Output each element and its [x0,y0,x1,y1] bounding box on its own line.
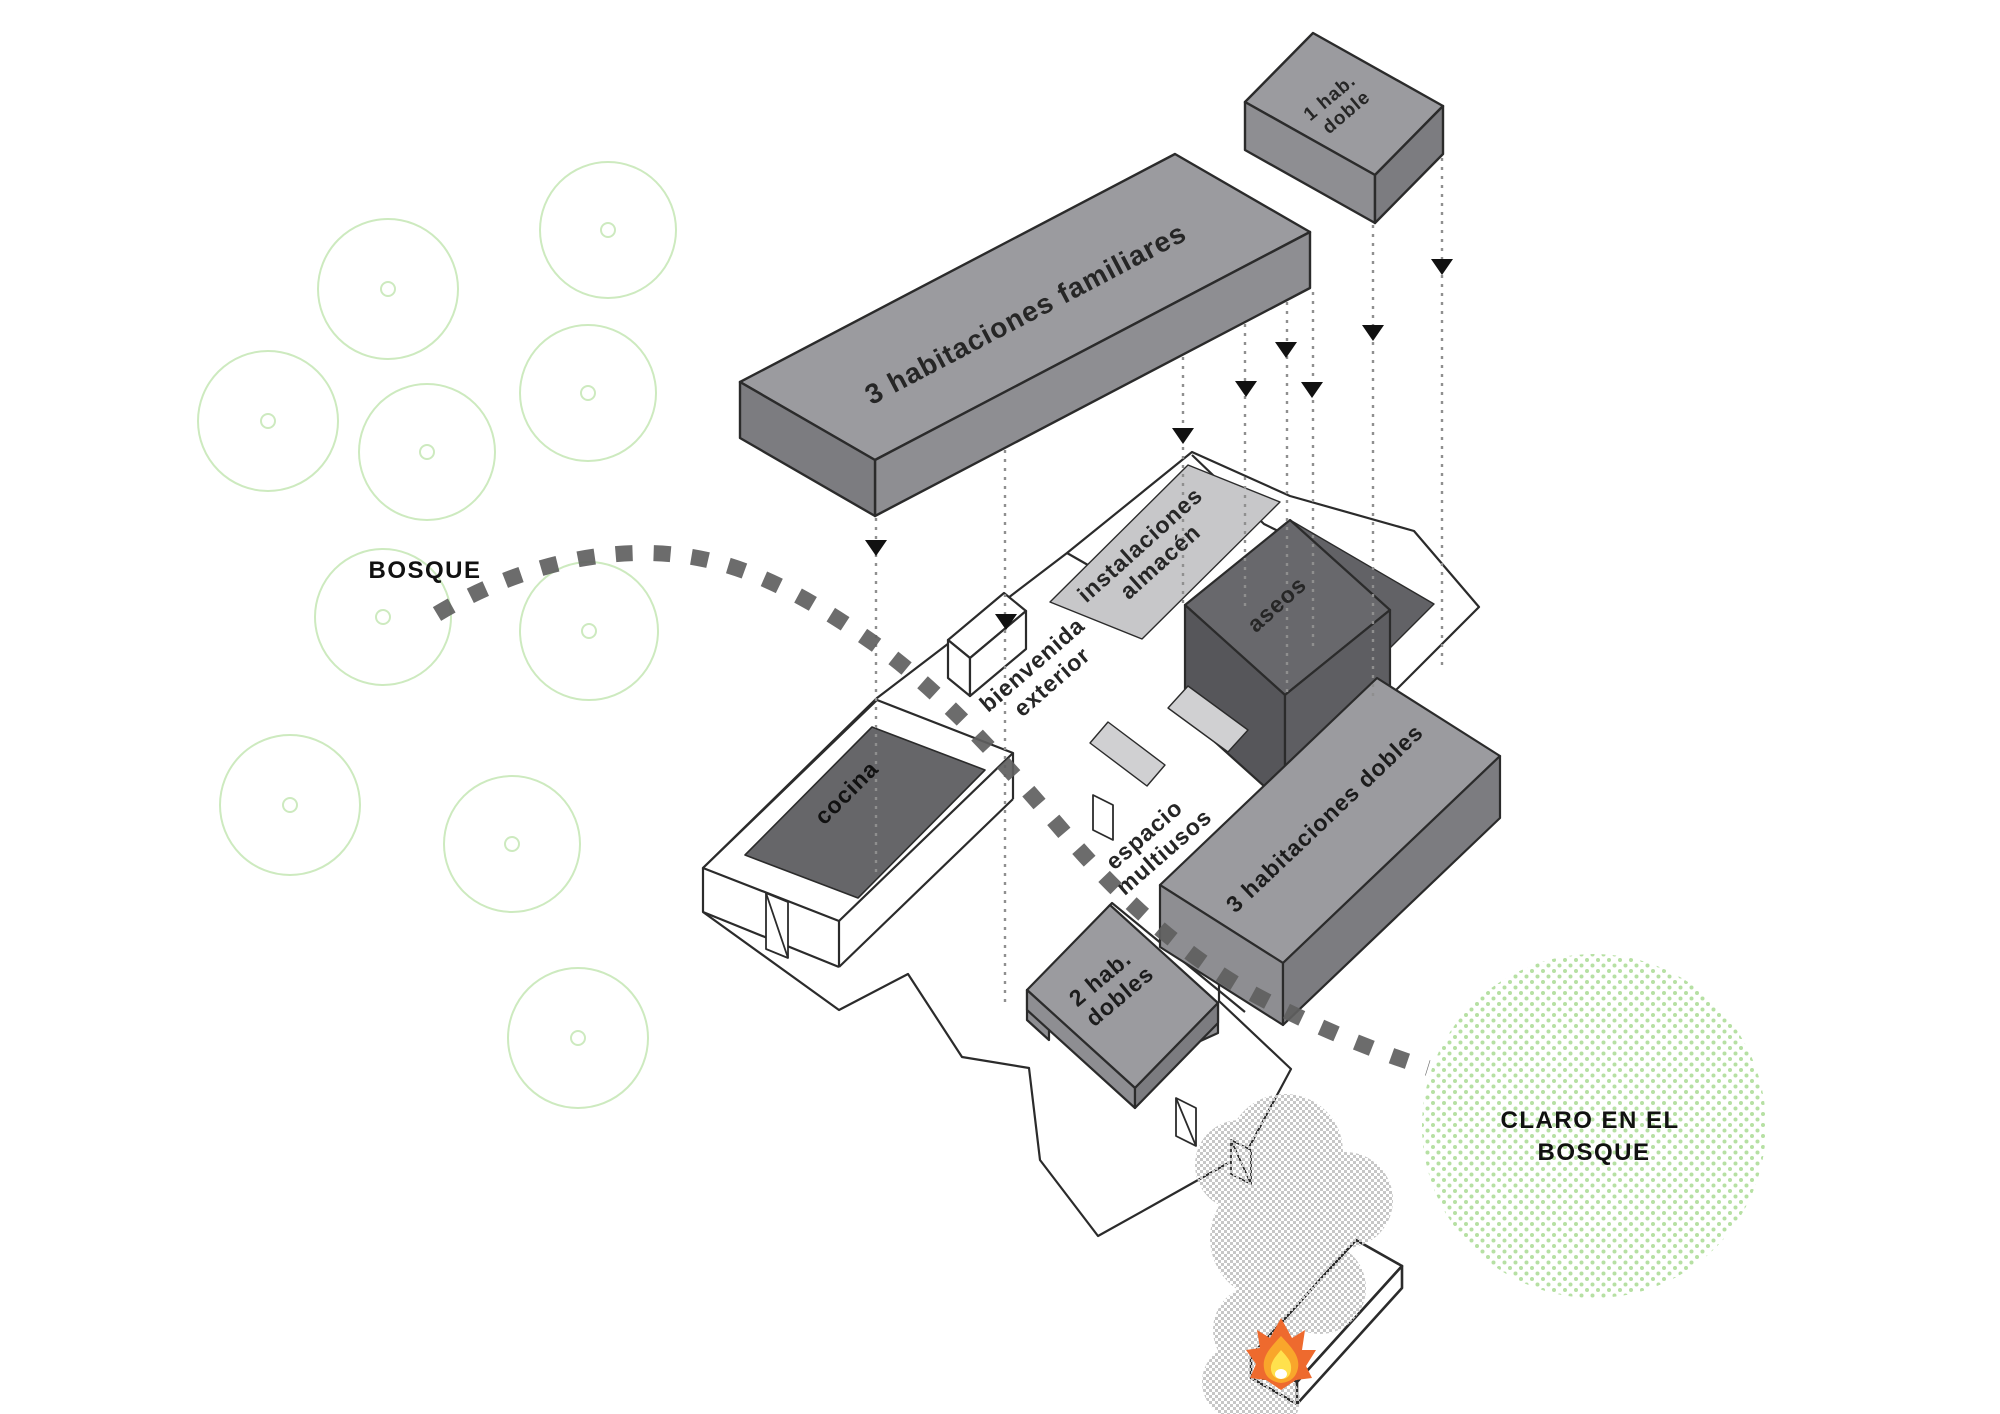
arrow-down-icon [1275,342,1297,358]
campfire [1246,1318,1316,1390]
label-claro-line2: BOSQUE [1537,1139,1650,1166]
tree [358,383,496,521]
tree [507,967,649,1109]
explode-guides [874,158,1444,1004]
kitchen-roof-plane [744,726,986,899]
arrow-down-icon [1362,325,1384,341]
tree [197,350,339,492]
arrow-down-icon [1172,428,1194,444]
door-opening [1092,794,1114,841]
arrow-down-icon [1431,259,1453,275]
light-floor-strip [1089,721,1166,787]
explode-arrowheads [865,259,1453,630]
arrow-down-icon [865,540,887,556]
label-bosque: BOSQUE [368,557,481,584]
arrow-down-icon [1235,381,1257,397]
dobles3-right-face [1281,754,1502,1027]
tree [219,734,361,876]
dobles3-volume [1158,676,1502,1027]
dobles2-right-face [1133,1001,1220,1110]
forest-trees [197,161,677,1109]
arrow-down-icon [995,614,1017,630]
label-claro-line1: CLARO EN EL [1501,1107,1680,1134]
tree [314,548,452,686]
familiares-end-face [738,380,877,518]
dobles2-volume [1025,903,1220,1110]
label-claro: CLARO EN EL BOSQUE [1501,1107,1688,1166]
tree [519,324,657,462]
familiares-volume [738,152,1312,518]
arrow-down-icon [1301,382,1323,398]
flame-core [1275,1369,1287,1379]
hab1-volume [1243,31,1445,225]
hab1-right-face [1373,104,1445,225]
storage-roof-plane [1049,464,1281,640]
forest-clearing-circle [1422,954,1766,1298]
forest-trail-path [432,544,1431,1076]
light-floor-strip [1167,685,1249,753]
tree [443,775,581,913]
building [701,450,1481,1238]
welcome-pavilion [946,591,1028,698]
tree [539,161,677,299]
tree [317,218,459,360]
